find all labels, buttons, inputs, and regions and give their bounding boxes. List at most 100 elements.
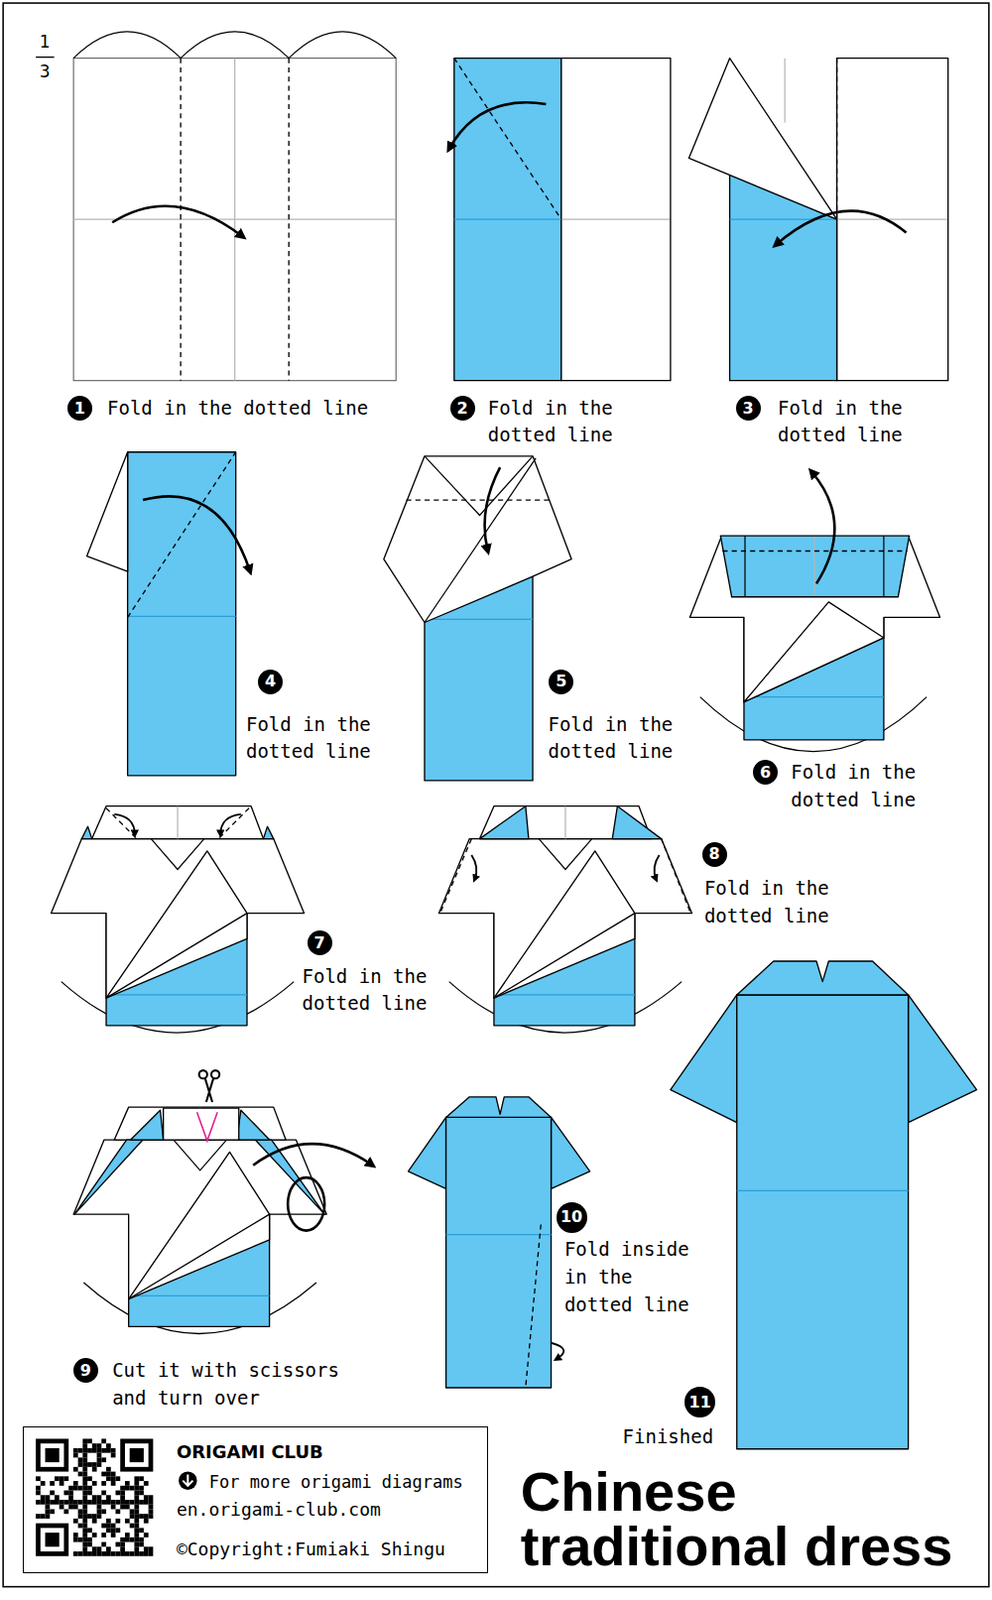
step-number: 2 <box>456 399 468 418</box>
qr-module <box>143 1481 149 1487</box>
scissors-symbol <box>199 1070 221 1103</box>
qr-module <box>82 1472 88 1478</box>
qr-module <box>82 1476 88 1482</box>
qr-module <box>97 1499 103 1505</box>
qr-module <box>138 1542 144 1548</box>
step-4-figure <box>86 452 250 776</box>
qr-module <box>111 1448 117 1454</box>
step-10-figure <box>525 1224 541 1388</box>
qr-module <box>82 1494 88 1500</box>
step-11-figure <box>670 961 978 1450</box>
qr-module <box>111 1523 117 1529</box>
qr-module <box>73 1481 79 1487</box>
step-5-figure <box>383 456 572 781</box>
footer-text: For more origami diagrams <box>209 1471 464 1493</box>
step-number: 7 <box>313 934 325 953</box>
step-caption: Fold in the dotted line <box>107 394 369 423</box>
qr-module <box>40 1499 46 1505</box>
footer-text: ©Copyright:Fumiaki Shingu <box>176 1538 446 1561</box>
qr-module <box>143 1494 149 1500</box>
qr-module <box>63 1476 69 1482</box>
step-9-figure <box>74 1139 143 1215</box>
qr-module <box>82 1537 88 1543</box>
qr-module <box>133 1551 139 1557</box>
step-1-figure <box>73 31 396 59</box>
qr-module <box>120 1490 125 1496</box>
fraction-digit: 1 <box>39 28 51 57</box>
fraction-digit: 3 <box>39 58 51 87</box>
qr-module <box>82 1532 88 1538</box>
step-3-figure <box>837 58 949 381</box>
step-6-figure <box>811 471 835 584</box>
qr-module <box>92 1462 98 1468</box>
qr-module <box>54 1476 60 1482</box>
footer-icons <box>35 1438 153 1556</box>
qr-module <box>78 1508 84 1514</box>
qr-module <box>59 1481 65 1487</box>
qr-module <box>148 1508 154 1514</box>
qr-module <box>124 1532 130 1538</box>
step-5-figure <box>424 458 536 623</box>
qr-module <box>97 1513 103 1519</box>
qr-module <box>138 1490 144 1496</box>
qr-module <box>82 1467 88 1473</box>
qr-module <box>129 1513 135 1519</box>
qr-module <box>82 1481 88 1487</box>
step-number-circle: 6 <box>752 759 778 785</box>
qr-module <box>133 1527 139 1533</box>
qr-module <box>116 1542 122 1548</box>
qr-module <box>73 1448 79 1454</box>
step-number-circle: 5 <box>548 669 574 695</box>
qr-module <box>92 1443 98 1449</box>
qr-finder <box>45 1448 60 1463</box>
qr-module <box>78 1551 84 1557</box>
qr-module <box>101 1481 107 1487</box>
qr-module <box>78 1462 84 1468</box>
step-7-figure <box>262 826 273 839</box>
step-1-figure <box>112 206 244 238</box>
step-caption: Fold in the dotted line <box>547 711 690 767</box>
step-9-figure <box>130 1110 164 1140</box>
qr-module <box>82 1504 88 1510</box>
qr-module <box>120 1499 125 1505</box>
step-10-figure <box>446 1097 552 1118</box>
qr-module <box>120 1494 125 1500</box>
step-6-figure <box>689 471 940 751</box>
step-10-figure <box>551 1116 591 1189</box>
step-2-figure <box>561 58 671 381</box>
qr-module <box>68 1486 74 1491</box>
step-number-circle: 10 <box>556 1202 588 1234</box>
qr-module <box>68 1504 74 1510</box>
qr-module <box>82 1490 88 1496</box>
qr-module <box>129 1523 135 1529</box>
step-number-circle: 2 <box>450 395 476 421</box>
qr-module <box>116 1490 122 1496</box>
step-caption: Fold inside in the dotted line <box>564 1236 707 1319</box>
step-6-figure <box>720 535 909 598</box>
step-number: 4 <box>264 672 276 691</box>
qr-module <box>129 1499 135 1505</box>
qr-module <box>143 1499 149 1505</box>
qr-finder <box>129 1448 144 1463</box>
qr-module <box>138 1486 144 1491</box>
qr-module <box>45 1494 51 1500</box>
qr-module <box>82 1453 88 1459</box>
qr-module <box>73 1551 79 1557</box>
qr-module <box>111 1504 117 1510</box>
qr-module <box>78 1523 84 1529</box>
step-number-circle: 1 <box>67 395 93 421</box>
qr-module <box>101 1551 107 1557</box>
qr-module <box>124 1499 130 1505</box>
step-9-figure <box>73 1107 327 1334</box>
step-3-figure <box>688 58 948 381</box>
qr-module <box>138 1527 144 1533</box>
qr-module <box>40 1481 46 1487</box>
step-6-figure <box>722 550 907 552</box>
qr-module <box>87 1513 93 1519</box>
qr-module <box>54 1494 60 1500</box>
step-7-figure <box>218 808 249 840</box>
qr-module <box>82 1486 88 1491</box>
qr-module <box>82 1448 88 1454</box>
step-2-figure <box>449 102 547 149</box>
step-8-figure <box>438 806 692 1033</box>
